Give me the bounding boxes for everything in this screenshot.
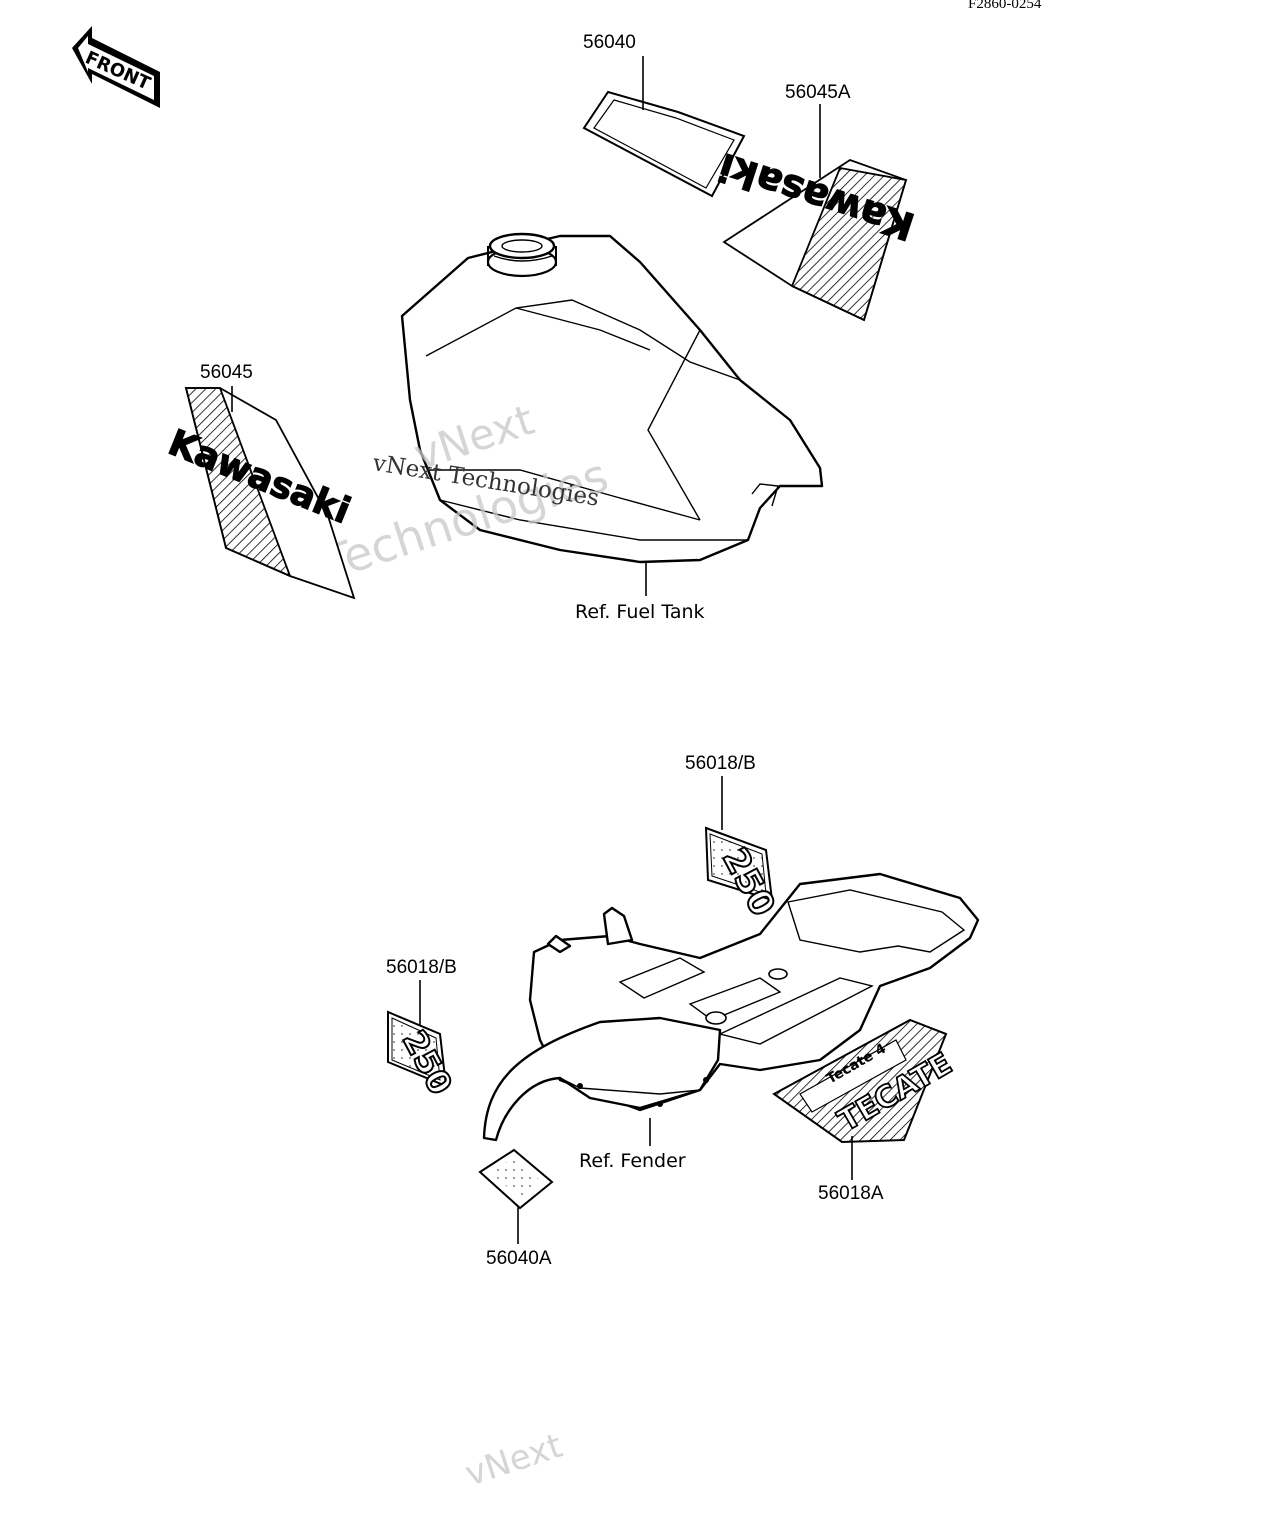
decal-56018B-top: 250 <box>704 826 784 924</box>
decal-56018B-left: 250 <box>387 1010 461 1102</box>
part-label-56040A: 56040A <box>486 1248 552 1269</box>
rear-fender <box>482 872 980 1142</box>
part-label-56018B-left: 56018/B <box>386 957 457 978</box>
decal-56040A <box>478 1148 554 1210</box>
part-label-56045: 56045 <box>200 362 253 383</box>
part-label-56018B-top: 56018/B <box>685 753 756 774</box>
figure-code: F2860-0254 <box>968 0 1042 12</box>
part-label-56045A: 56045A <box>785 82 851 103</box>
front-arrow-icon: FRONT <box>72 26 160 108</box>
fuel-tank <box>400 232 824 564</box>
decal-56045: Kawasaki <box>162 387 356 600</box>
ref-fuel-tank: Ref. Fuel Tank <box>575 601 705 623</box>
watermark-bottom-fragment: vNext <box>460 1426 567 1495</box>
ref-fender: Ref. Fender <box>579 1150 686 1172</box>
decal-56045A: Kawasaki <box>713 144 920 322</box>
part-label-56040: 56040 <box>583 32 636 53</box>
part-label-56018A: 56018A <box>818 1183 884 1204</box>
decal-56040 <box>582 90 746 198</box>
